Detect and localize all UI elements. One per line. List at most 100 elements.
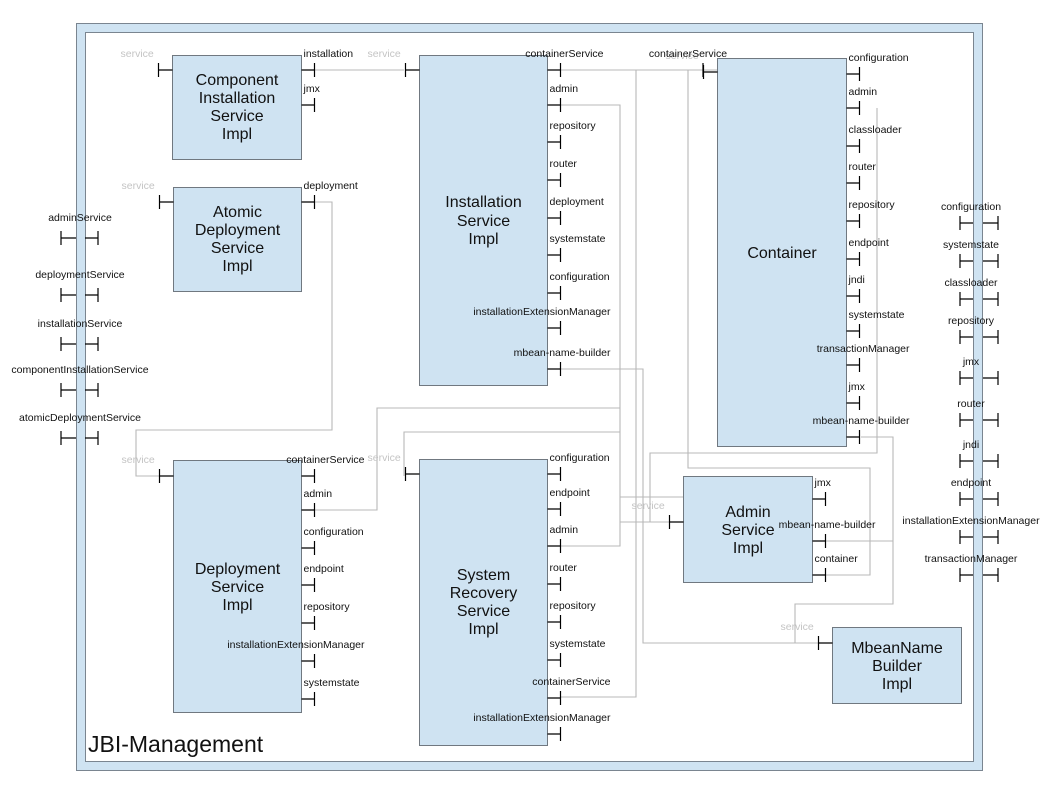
boundary-service-adminService[interactable]: adminService: [48, 212, 112, 245]
reference-port-icon[interactable]: [547, 248, 562, 262]
reference-port-icon[interactable]: [301, 578, 316, 592]
boundary-reference-configuration[interactable]: configuration: [941, 201, 1001, 230]
boundary-service-icon[interactable]: [85, 231, 99, 245]
boundary-reference-icon[interactable]: [983, 492, 999, 506]
reference-port-icon[interactable]: [301, 98, 316, 112]
service-port-icon[interactable]: [404, 467, 420, 481]
reference-port-icon[interactable]: [547, 98, 562, 112]
boundary-reference-icon[interactable]: [983, 330, 999, 344]
reference-port-icon[interactable]: [846, 396, 861, 410]
reference-port-icon[interactable]: [547, 362, 562, 376]
boundary-service-icon[interactable]: [60, 337, 76, 351]
boundary-reference-icon[interactable]: [983, 454, 999, 468]
reference-port-icon[interactable]: [846, 139, 861, 153]
boundary-reference-jmx[interactable]: jmx: [959, 356, 999, 385]
boundary-service-icon[interactable]: [85, 383, 99, 397]
reference-port-icon[interactable]: [547, 135, 562, 149]
boundary-service-atomicDeploymentService[interactable]: atomicDeploymentService: [19, 412, 141, 445]
service-port-icon[interactable]: [668, 515, 684, 529]
deployment-service-impl-box[interactable]: [173, 460, 302, 713]
service-port-icon[interactable]: [817, 636, 833, 650]
reference-port-icon[interactable]: [547, 727, 562, 741]
boundary-service-deploymentService[interactable]: deploymentService: [35, 269, 125, 302]
service-port-icon[interactable]: [404, 63, 420, 77]
reference-port-icon[interactable]: [547, 321, 562, 335]
container-box[interactable]: [717, 58, 847, 447]
reference-port-icon[interactable]: [301, 692, 316, 706]
boundary-reference-icon[interactable]: [959, 454, 973, 468]
boundary-reference-icon[interactable]: [959, 568, 973, 582]
boundary-reference-repository[interactable]: repository: [948, 315, 999, 344]
reference-port-icon[interactable]: [846, 358, 861, 372]
boundary-reference-endpoint[interactable]: endpoint: [951, 477, 999, 506]
boundary-service-installationService[interactable]: installationService: [38, 318, 123, 351]
boundary-reference-icon[interactable]: [959, 330, 973, 344]
reference-port-icon[interactable]: [301, 195, 316, 209]
boundary-reference-icon[interactable]: [959, 292, 973, 306]
boundary-service-icon[interactable]: [60, 383, 76, 397]
container-service-port[interactable]: containerService: [649, 48, 727, 77]
service-port-icon[interactable]: [157, 63, 173, 77]
boundary-reference-icon[interactable]: [959, 371, 973, 385]
boundary-service-componentInstallationService[interactable]: componentInstallationService: [11, 364, 149, 397]
reference-port-icon[interactable]: [301, 503, 316, 517]
boundary-reference-transactionManager[interactable]: transactionManager: [925, 553, 1018, 582]
boundary-reference-icon[interactable]: [959, 413, 973, 427]
reference-port-icon[interactable]: [846, 324, 861, 338]
reference-port-icon[interactable]: [547, 653, 562, 667]
reference-port-icon[interactable]: [301, 654, 316, 668]
reference-port-icon[interactable]: [547, 691, 562, 705]
reference-port-icon[interactable]: [547, 211, 562, 225]
boundary-reference-icon[interactable]: [983, 292, 999, 306]
boundary-reference-icon[interactable]: [959, 492, 973, 506]
reference-port-icon[interactable]: [547, 502, 562, 516]
reference-port-icon[interactable]: [301, 469, 316, 483]
reference-port-icon[interactable]: [812, 534, 827, 548]
reference-port-icon[interactable]: [547, 615, 562, 629]
boundary-reference-icon[interactable]: [983, 254, 999, 268]
installation-service-impl-box[interactable]: [419, 55, 548, 386]
boundary-service-icon[interactable]: [85, 288, 99, 302]
reference-port-icon[interactable]: [846, 289, 861, 303]
reference-port-icon[interactable]: [846, 176, 861, 190]
boundary-service-icon[interactable]: [60, 231, 76, 245]
boundary-reference-icon[interactable]: [959, 530, 973, 544]
reference-port-icon[interactable]: [547, 467, 562, 481]
system-recovery-service-impl-box[interactable]: [419, 459, 548, 746]
admin-service-impl-box[interactable]: [683, 476, 813, 583]
boundary-reference-icon[interactable]: [983, 216, 999, 230]
boundary-reference-router[interactable]: router: [957, 398, 999, 427]
boundary-reference-classloader[interactable]: classloader: [944, 277, 999, 306]
reference-port-icon[interactable]: [547, 577, 562, 591]
reference-port-icon[interactable]: [547, 63, 562, 77]
reference-port-icon[interactable]: [301, 541, 316, 555]
admin-service-impl[interactable]: AdminServiceImplservicejmxmbean-name-bui…: [632, 476, 876, 583]
service-port-icon[interactable]: [158, 469, 174, 483]
boundary-service-icon[interactable]: [60, 431, 76, 445]
reference-port-icon[interactable]: [547, 539, 562, 553]
reference-port-icon[interactable]: [846, 430, 861, 444]
reference-port-icon[interactable]: [846, 67, 861, 81]
boundary-service-icon[interactable]: [60, 288, 76, 302]
boundary-reference-icon[interactable]: [959, 254, 973, 268]
reference-port-icon[interactable]: [301, 63, 316, 77]
boundary-reference-jndi[interactable]: jndi: [959, 439, 999, 468]
mbean-name-builder-impl-box[interactable]: [832, 627, 962, 704]
reference-port-icon[interactable]: [846, 101, 861, 115]
boundary-service-icon[interactable]: [85, 337, 99, 351]
boundary-reference-icon[interactable]: [983, 568, 999, 582]
boundary-reference-systemstate[interactable]: systemstate: [943, 239, 999, 268]
boundary-reference-icon[interactable]: [983, 371, 999, 385]
reference-port-icon[interactable]: [547, 173, 562, 187]
boundary-reference-icon[interactable]: [959, 216, 973, 230]
component-installation-service-impl-box[interactable]: [172, 55, 302, 160]
reference-port-icon[interactable]: [547, 286, 562, 300]
boundary-service-icon[interactable]: [85, 431, 99, 445]
